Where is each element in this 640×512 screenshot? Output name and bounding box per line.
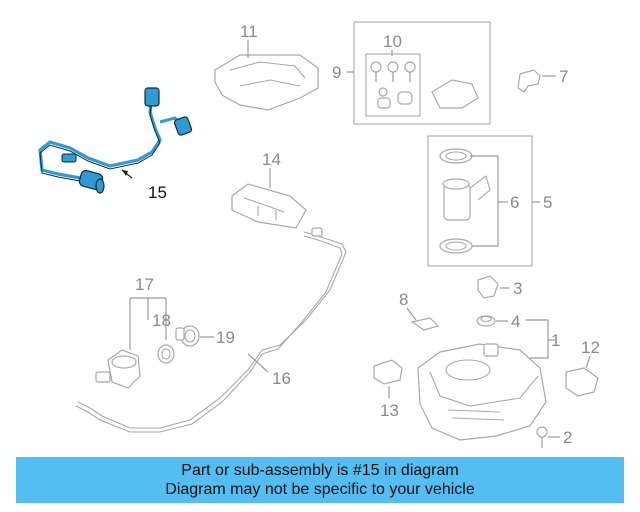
- callout-1: 1: [551, 331, 560, 350]
- callout-6: 6: [510, 193, 519, 212]
- part-8-clip[interactable]: [406, 307, 440, 331]
- part-13-sensor[interactable]: [373, 359, 403, 398]
- callout-11: 11: [240, 22, 258, 41]
- callout-16: 16: [272, 369, 291, 388]
- part-2-bolt[interactable]: [536, 426, 560, 448]
- part-4-o-ring[interactable]: [476, 315, 508, 327]
- callout-15: 15: [148, 183, 167, 202]
- banner-line-2: Diagram may not be specific to your vehi…: [165, 481, 475, 498]
- part-7-elbow-fitting[interactable]: [517, 69, 556, 93]
- part-14-bracket[interactable]: [231, 168, 307, 229]
- callout-8: 8: [399, 290, 408, 309]
- callout-12: 12: [581, 338, 600, 357]
- banner-line-1: Part or sub-assembly is #15 in diagram: [181, 462, 459, 479]
- part-18-seal-ring[interactable]: [157, 344, 175, 364]
- part-19-grommet[interactable]: [175, 325, 214, 347]
- callout-3: 3: [513, 279, 522, 298]
- callout-18: 18: [152, 311, 171, 330]
- part-9-sensor-kit[interactable]: [346, 21, 491, 125]
- part-3-fitting[interactable]: [477, 275, 510, 299]
- callout-5: 5: [543, 193, 552, 212]
- part-12-module[interactable]: [565, 355, 599, 397]
- parts-diagram: 15 11 10 9 7: [38, 21, 600, 448]
- part-11-cover[interactable]: [214, 40, 319, 111]
- part-15-wiring-harness[interactable]: [38, 87, 193, 194]
- callout-4: 4: [511, 312, 520, 331]
- part-1-fuel-tank[interactable]: [417, 319, 556, 441]
- part-5-fuel-pump-assembly[interactable]: [427, 135, 540, 267]
- part-16-fuel-line[interactable]: [75, 227, 347, 433]
- callout-17: 17: [135, 275, 154, 294]
- callout-14: 14: [262, 150, 281, 169]
- callout-7: 7: [559, 67, 568, 86]
- callout-13: 13: [380, 401, 399, 420]
- part-17-valve[interactable]: [95, 297, 167, 389]
- callout-2: 2: [563, 428, 572, 447]
- info-banner: Part or sub-assembly is #15 in diagram D…: [16, 457, 624, 503]
- callout-10: 10: [383, 32, 402, 51]
- callout-19: 19: [216, 328, 235, 347]
- callout-9: 9: [332, 63, 341, 82]
